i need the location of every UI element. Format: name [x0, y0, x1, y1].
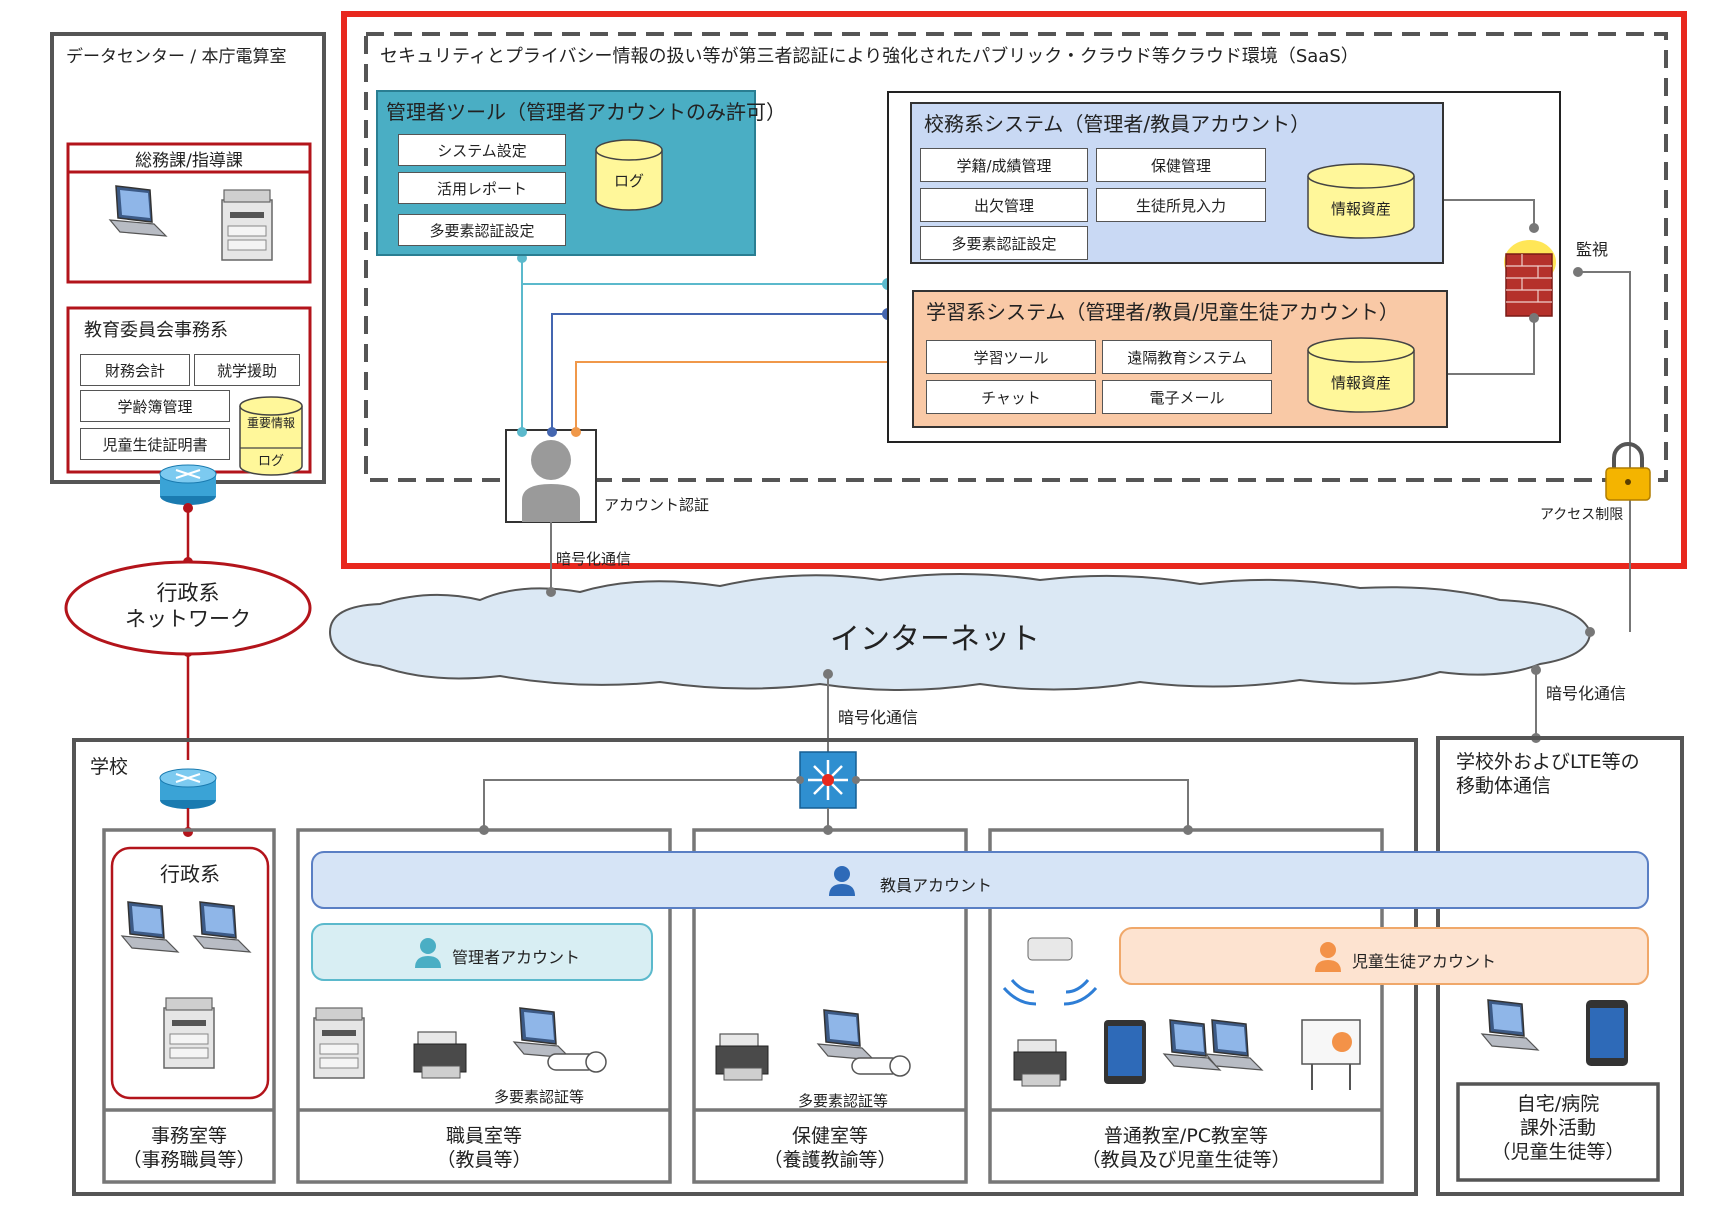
- admin-log-db-label: ログ: [613, 172, 644, 190]
- student-remarks-item[interactable]: 生徒所見入力: [1096, 188, 1266, 222]
- koumu-db-icon: [1307, 163, 1415, 239]
- smartphone-icon: [1586, 1000, 1628, 1066]
- soumu-label: 総務課/指導課: [135, 151, 243, 171]
- switch-icon: [799, 751, 857, 809]
- koumu-db-label: 情報資産: [1330, 200, 1391, 218]
- school-aid-item[interactable]: 就学援助: [194, 354, 300, 386]
- gakushu-db-icon: [1307, 337, 1415, 413]
- outside-title: 学校外およびLTE等の 移動体通信: [1456, 751, 1640, 797]
- account-auth-label: アカウント認証: [604, 496, 710, 514]
- remote-education-item[interactable]: 遠隔教育システム: [1102, 340, 1272, 374]
- student-certificate-item[interactable]: 児童生徒証明書: [80, 428, 230, 460]
- learning-tool-item[interactable]: 学習ツール: [926, 340, 1096, 374]
- usage-report-item[interactable]: 活用レポート: [398, 172, 566, 204]
- grades-item[interactable]: 学籍/成績管理: [920, 148, 1088, 182]
- saas-highlight-frame: [341, 11, 1687, 569]
- encrypted-mid-label: 暗号化通信: [838, 708, 919, 727]
- outside-caption: 自宅/病院 課外活動 （児童生徒等）: [1491, 1093, 1625, 1163]
- koumu-system-title: 校務系システム（管理者/教員アカウント）: [924, 112, 1311, 136]
- admin-account-label: 管理者アカウント: [452, 948, 581, 967]
- datacenter-db-icon: [239, 396, 303, 476]
- gakushu-db-label: 情報資産: [1330, 374, 1391, 392]
- internet-label: インターネット: [830, 622, 1040, 657]
- monitor-label: 監視: [1576, 240, 1609, 259]
- kyoiku-label: 教育委員会事務系: [84, 320, 228, 341]
- admin-log-db-icon: [595, 139, 663, 211]
- datacenter-title: データセンター / 本庁電算室: [66, 47, 287, 67]
- firewall-icon: [1504, 240, 1556, 317]
- room-office-caption: 事務室等 （事務職員等）: [122, 1125, 256, 1171]
- school-title: 学校: [90, 756, 129, 778]
- gyosei-network-ellipse: [64, 560, 312, 656]
- attendance-item[interactable]: 出欠管理: [920, 188, 1088, 222]
- gakushu-system-title: 学習系システム（管理者/教員/児童生徒アカウント）: [926, 300, 1399, 324]
- gyosei-box-label: 行政系: [160, 862, 220, 886]
- admin-tool-title: 管理者ツール（管理者アカウントのみ許可）: [386, 100, 786, 124]
- saas-title: セキュリティとプライバシー情報の扱い等が第三者認証により強化されたパブリック・ク…: [380, 46, 1359, 67]
- koumu-mfa-settings-item[interactable]: 多要素認証設定: [920, 226, 1088, 260]
- system-settings-item[interactable]: システム設定: [398, 134, 566, 166]
- saas-dashed-frame: [364, 32, 1668, 482]
- wifi-ap-icon: [1002, 937, 1098, 1006]
- whiteboard-icon: [1301, 1019, 1361, 1090]
- chat-item[interactable]: チャット: [926, 380, 1096, 414]
- encrypted-right-label: 暗号化通信: [1546, 684, 1627, 703]
- finance-item[interactable]: 財務会計: [80, 354, 190, 386]
- datacenter-db-important-label: 重要情報: [246, 416, 295, 430]
- admin-mfa-settings-item[interactable]: 多要素認証設定: [398, 214, 566, 246]
- access-control-label: アクセス制限: [1540, 507, 1624, 523]
- padlock-icon: [1605, 442, 1651, 501]
- router-icon-datacenter: [159, 464, 217, 505]
- room-health-caption: 保健室等 （養護教諭等）: [763, 1125, 897, 1171]
- student-account-label: 児童生徒アカウント: [1352, 952, 1497, 971]
- datacenter-db-log-label: ログ: [257, 454, 284, 469]
- health-item[interactable]: 保健管理: [1096, 148, 1266, 182]
- enrollment-register-item[interactable]: 学齢簿管理: [80, 390, 230, 422]
- email-item[interactable]: 電子メール: [1102, 380, 1272, 414]
- mfa-label-1: 多要素認証等: [494, 1088, 585, 1106]
- mfa-key-icon-2: [851, 1055, 911, 1077]
- router-icon-school: [159, 768, 217, 809]
- room-staff-caption: 職員室等 （教員等）: [436, 1125, 532, 1171]
- mfa-label-2: 多要素認証等: [798, 1092, 889, 1110]
- encrypted-top-label: 暗号化通信: [556, 550, 632, 568]
- room-classroom-caption: 普通教室/PC教室等 （教員及び児童生徒等）: [1081, 1125, 1291, 1171]
- tablet-icon: [1104, 1020, 1146, 1084]
- mfa-key-icon-1: [547, 1051, 607, 1073]
- teacher-account-label: 教員アカウント: [880, 876, 993, 895]
- gyosei-network-label: 行政系 ネットワーク: [125, 581, 251, 631]
